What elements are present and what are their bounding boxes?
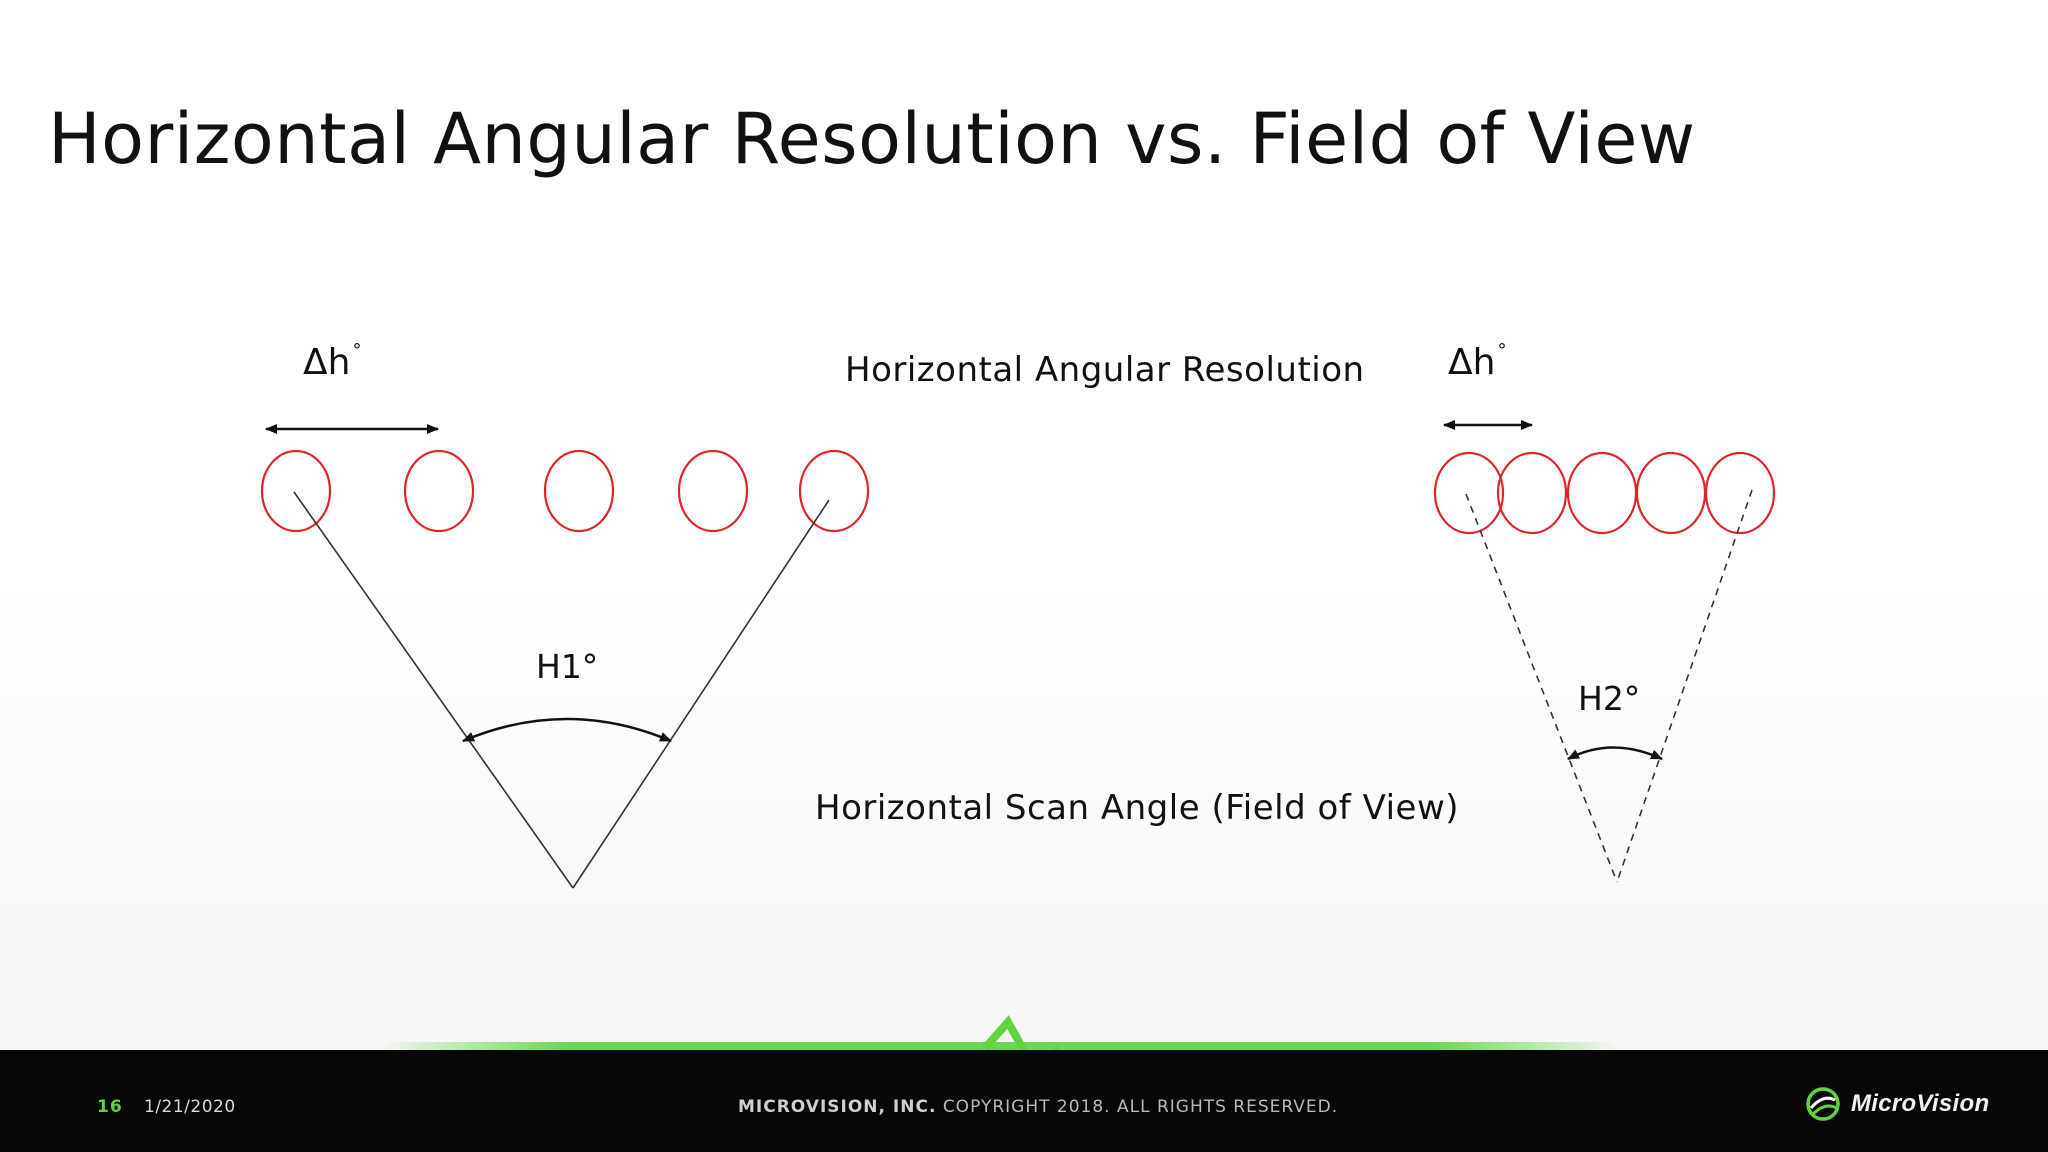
right-fov-lines	[1465, 489, 1753, 883]
beam-spot	[1496, 451, 1568, 535]
company-name: MICROVISION, INC.	[738, 1097, 937, 1117]
slide-date: 1/21/2020	[144, 1097, 236, 1117]
left-delta-label: Δh°	[303, 340, 362, 383]
left-angle-arc	[462, 717, 672, 743]
footer-bar	[0, 1050, 2048, 1152]
microvision-logo-icon	[1806, 1087, 1840, 1121]
beam-spot	[260, 449, 332, 533]
beam-spot	[798, 449, 870, 533]
left-fov-lines	[293, 491, 830, 889]
left-angle-label: H1°	[536, 647, 599, 686]
beam-spot	[1433, 451, 1505, 535]
right-delta-label: Δh°	[1448, 340, 1507, 383]
logo-wordmark: MicroVision	[1851, 1090, 1990, 1117]
copyright-notice: MICROVISION, INC. COPYRIGHT 2018. ALL RI…	[738, 1097, 1338, 1117]
left-beam-spots	[260, 449, 870, 533]
slide-title: Horizontal Angular Resolution vs. Field …	[48, 98, 1696, 180]
beam-spot	[677, 449, 749, 533]
beam-spot	[403, 449, 475, 533]
right-angle-label: H2°	[1578, 679, 1641, 718]
slide-background	[0, 0, 2048, 1050]
copyright-text: COPYRIGHT 2018. ALL RIGHTS RESERVED.	[942, 1097, 1339, 1117]
right-angle-arc	[1567, 746, 1663, 761]
caption-angular-resolution: Horizontal Angular Resolution	[845, 350, 1365, 390]
beam-spot	[543, 449, 615, 533]
microvision-logo: MicroVision	[1803, 1084, 1989, 1124]
caption-field-of-view: Horizontal Scan Angle (Field of View)	[815, 788, 1460, 828]
beam-spot	[1704, 451, 1776, 535]
page-number: 16	[97, 1097, 123, 1117]
beam-spot	[1635, 451, 1707, 535]
right-beam-spots	[1433, 451, 1776, 535]
beam-spot	[1566, 451, 1638, 535]
